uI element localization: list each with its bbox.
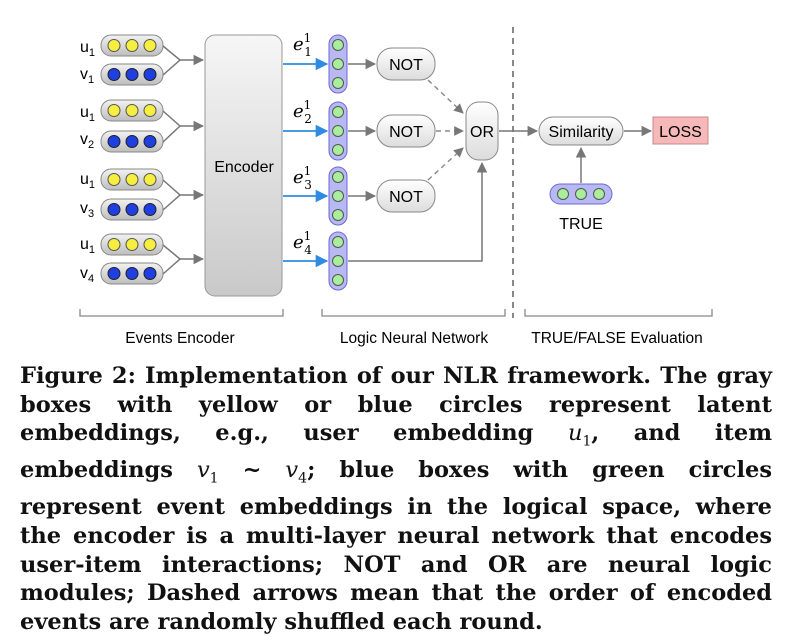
item-label-2: v2 [80,131,94,151]
user-label-4: u1 [80,236,95,256]
blue-circle [143,203,157,216]
svg-text:LOSS: LOSS [659,124,702,141]
event-embedding-3 [328,166,348,226]
green-circle [332,39,344,51]
input-pair-1: u1 v1 [80,34,205,86]
yellow-circle [125,39,139,52]
input-arrow-1 [162,45,182,76]
not-module-2: NOT [376,114,436,148]
yellow-circle [125,104,139,117]
green-circle [332,171,344,183]
blue-circle [143,135,157,148]
user-label-3: u1 [80,171,95,191]
yellow-circle [143,238,157,251]
yellow-circle [107,39,121,52]
user-label-2: u1 [80,104,95,124]
nlr-framework-diagram: u1 v1 u1 v2 u1 v3 [79,27,713,347]
input-arrow-4 [162,244,182,275]
green-circle [332,58,344,70]
blue-circle [143,267,157,280]
svg-text:NOT: NOT [389,57,423,74]
true-label: TRUE [559,216,603,233]
loss-box: LOSS [652,116,709,145]
svg-text:NOT: NOT [389,189,423,206]
event-embedding-2 [328,101,348,161]
section-label-events-encoder: Events Encoder [125,330,234,347]
green-circle [332,255,344,267]
green-circle [332,125,344,137]
logic-network-bracket [321,309,506,317]
events-encoder-bracket [79,309,284,317]
blue-circle [125,135,139,148]
input-arrow-3 [162,179,182,211]
blue-circle [107,203,121,216]
not-module-3: NOT [376,179,436,213]
yellow-circle [107,173,121,186]
similarity-module: Similarity [538,116,624,146]
blue-circle [125,267,139,280]
yellow-circle [125,238,139,251]
green-circle [332,236,344,248]
encoder-box [204,34,283,297]
yellow-circle [143,39,157,52]
event4-to-or-arrow [348,161,488,262]
green-circle [575,188,587,200]
green-circle [332,77,344,89]
user-label-1: u1 [80,39,95,59]
green-circle [557,188,569,200]
green-circle [332,209,344,221]
green-circle [593,188,605,200]
input-pair-4: u1 v4 [80,233,205,285]
item-label-3: v3 [80,200,94,220]
input-arrow-2 [162,110,182,143]
event-embedding-1 [328,34,348,94]
svg-text:Similarity: Similarity [549,124,614,141]
yellow-circle [107,238,121,251]
dashed-arrow-1 [427,79,464,114]
or-module: OR [465,101,499,161]
dashed-arrow-3 [427,147,464,181]
section-label-logic-network: Logic Neural Network [340,330,488,347]
encoder-label: Encoder [214,159,274,176]
item-label-4: v4 [80,265,94,285]
input-pair-2: u1 v2 [80,99,205,153]
svg-text:NOT: NOT [389,124,423,141]
green-circle [332,144,344,156]
green-circle [332,190,344,202]
green-circle [332,274,344,286]
blue-circle [107,68,121,81]
figure-caption: Figure 2: Implementation of our NLR fram… [20,363,772,635]
evaluation-bracket [524,309,713,317]
event-embedding-4 [328,231,348,291]
section-label-evaluation: TRUE/FALSE Evaluation [531,330,702,347]
svg-text:OR: OR [470,124,494,141]
true-vector-embedding [549,183,613,205]
blue-circle [143,68,157,81]
blue-circle [125,203,139,216]
green-circle [332,106,344,118]
blue-circle [107,135,121,148]
yellow-circle [143,104,157,117]
yellow-circle [143,173,157,186]
yellow-circle [125,173,139,186]
item-label-1: v1 [80,66,94,86]
yellow-circle [107,104,121,117]
blue-circle [107,267,121,280]
not-module-1: NOT [376,47,436,81]
input-pair-3: u1 v3 [80,168,205,221]
blue-circle [125,68,139,81]
